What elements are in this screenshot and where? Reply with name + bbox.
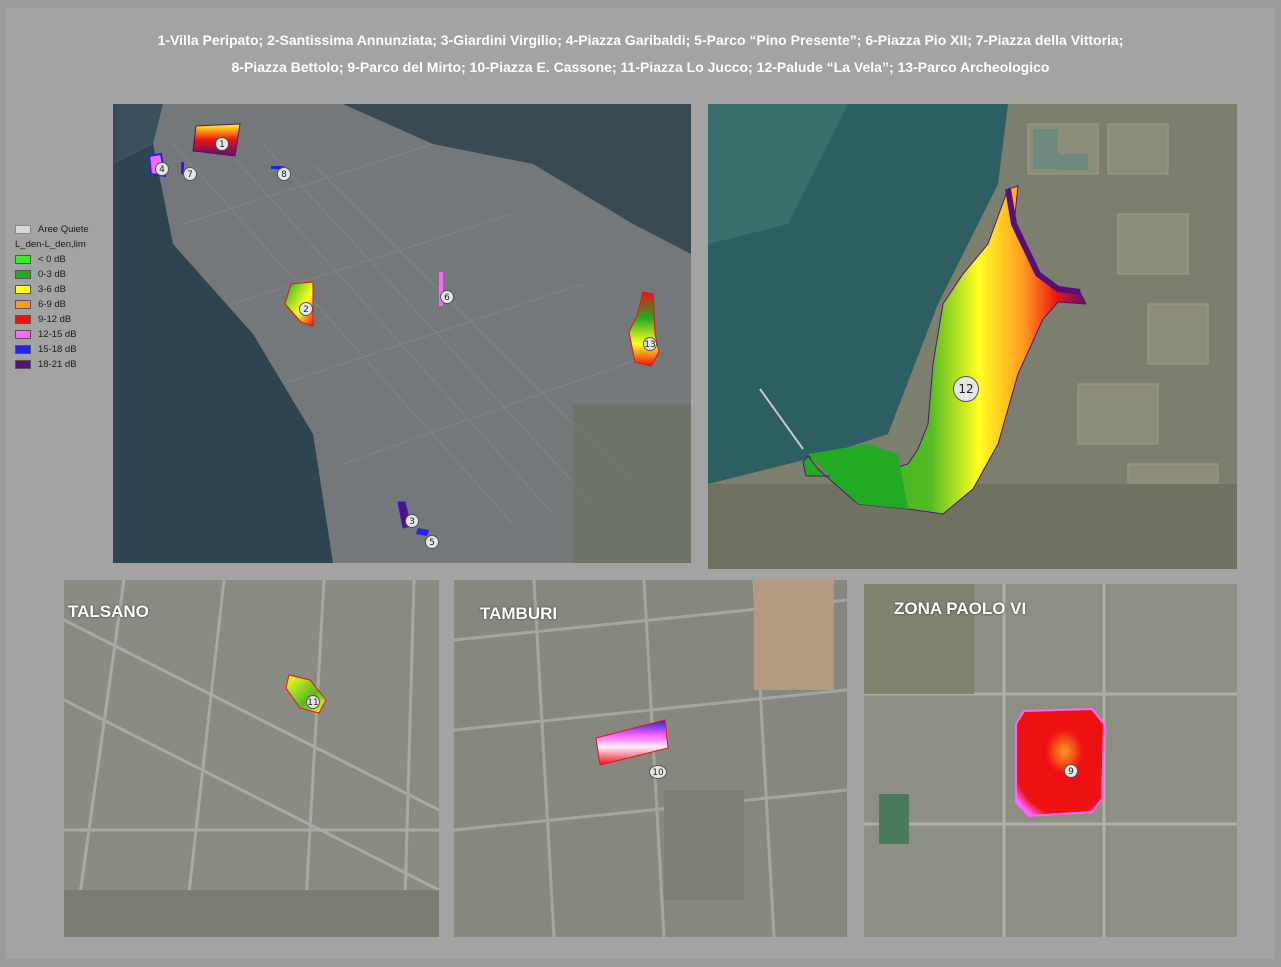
map-panel-palude[interactable]: 12 <box>708 104 1237 569</box>
map-marker-12[interactable]: 12 <box>953 376 979 402</box>
map-marker-6[interactable]: 6 <box>440 290 454 304</box>
map-marker-7[interactable]: 7 <box>183 167 197 181</box>
map-marker-8[interactable]: 8 <box>277 167 291 181</box>
legend-swatch <box>15 225 31 234</box>
legend-label: 9-12 dB <box>38 314 72 325</box>
legend-label: 12-15 dB <box>38 329 77 340</box>
map-marker-1[interactable]: 1 <box>215 137 229 151</box>
legend-item: 6-9 dB <box>15 297 89 312</box>
map-legend: Aree Quiete L_den-L_den,lim < 0 dB 0-3 dB… <box>15 222 89 372</box>
legend-swatch <box>15 255 31 264</box>
legend-item: 18-21 dB <box>15 357 89 372</box>
legend-item: < 0 dB <box>15 252 89 267</box>
legend-label: 18-21 dB <box>38 359 77 370</box>
map-marker-11[interactable]: 11 <box>306 695 320 709</box>
legend-item: 9-12 dB <box>15 312 89 327</box>
map-panel-city[interactable]: 1 2 3 4 5 6 7 8 13 <box>113 104 691 563</box>
panel-title-talsano: TALSANO <box>68 602 149 621</box>
map-marker-9[interactable]: 9 <box>1064 764 1078 778</box>
map-marker-2[interactable]: 2 <box>299 302 313 316</box>
panel-title-paolo: ZONA PAOLO VI <box>894 599 1027 618</box>
legend-swatch <box>15 345 31 354</box>
map-panel-talsano[interactable]: TALSANO 11 <box>64 580 439 937</box>
caption-line-2: 8-Piazza Bettolo; 9-Parco del Mirto; 10-… <box>231 59 1050 75</box>
legend-label: < 0 dB <box>38 254 66 265</box>
legend-swatch <box>15 330 31 339</box>
map-marker-5[interactable]: 5 <box>425 535 439 549</box>
legend-label: 0-3 dB <box>38 269 66 280</box>
legend-label: 15-18 dB <box>38 344 77 355</box>
map-marker-4[interactable]: 4 <box>155 162 169 176</box>
legend-label: 3-6 dB <box>38 284 66 295</box>
legend-item: 0-3 dB <box>15 267 89 282</box>
map-panel-paolo[interactable]: ZONA PAOLO VI 9 <box>864 584 1237 937</box>
legend-label: 6-9 dB <box>38 299 66 310</box>
legend-title-text: L_den-L_den,lim <box>15 239 86 250</box>
legend-swatch <box>15 315 31 324</box>
legend-boundary-label: Aree Quiete <box>38 224 89 235</box>
legend-item: 12-15 dB <box>15 327 89 342</box>
legend-swatch <box>15 270 31 279</box>
legend-item: 3-6 dB <box>15 282 89 297</box>
caption-line-1: 1-Villa Peripato; 2-Santissima Annunziat… <box>157 32 1124 48</box>
legend-swatch <box>15 360 31 369</box>
map-marker-13[interactable]: 13 <box>643 337 657 351</box>
legend-boundary: Aree Quiete <box>15 222 89 237</box>
map-panel-tamburi[interactable]: TAMBURI 10 <box>454 580 847 937</box>
map-marker-3[interactable]: 3 <box>405 514 419 528</box>
legend-item: 15-18 dB <box>15 342 89 357</box>
map-marker-10[interactable]: 10 <box>649 765 667 779</box>
legend-title: L_den-L_den,lim <box>15 237 89 252</box>
legend-swatch <box>15 300 31 309</box>
panel-title-tamburi: TAMBURI <box>480 604 558 623</box>
legend-swatch <box>15 285 31 294</box>
